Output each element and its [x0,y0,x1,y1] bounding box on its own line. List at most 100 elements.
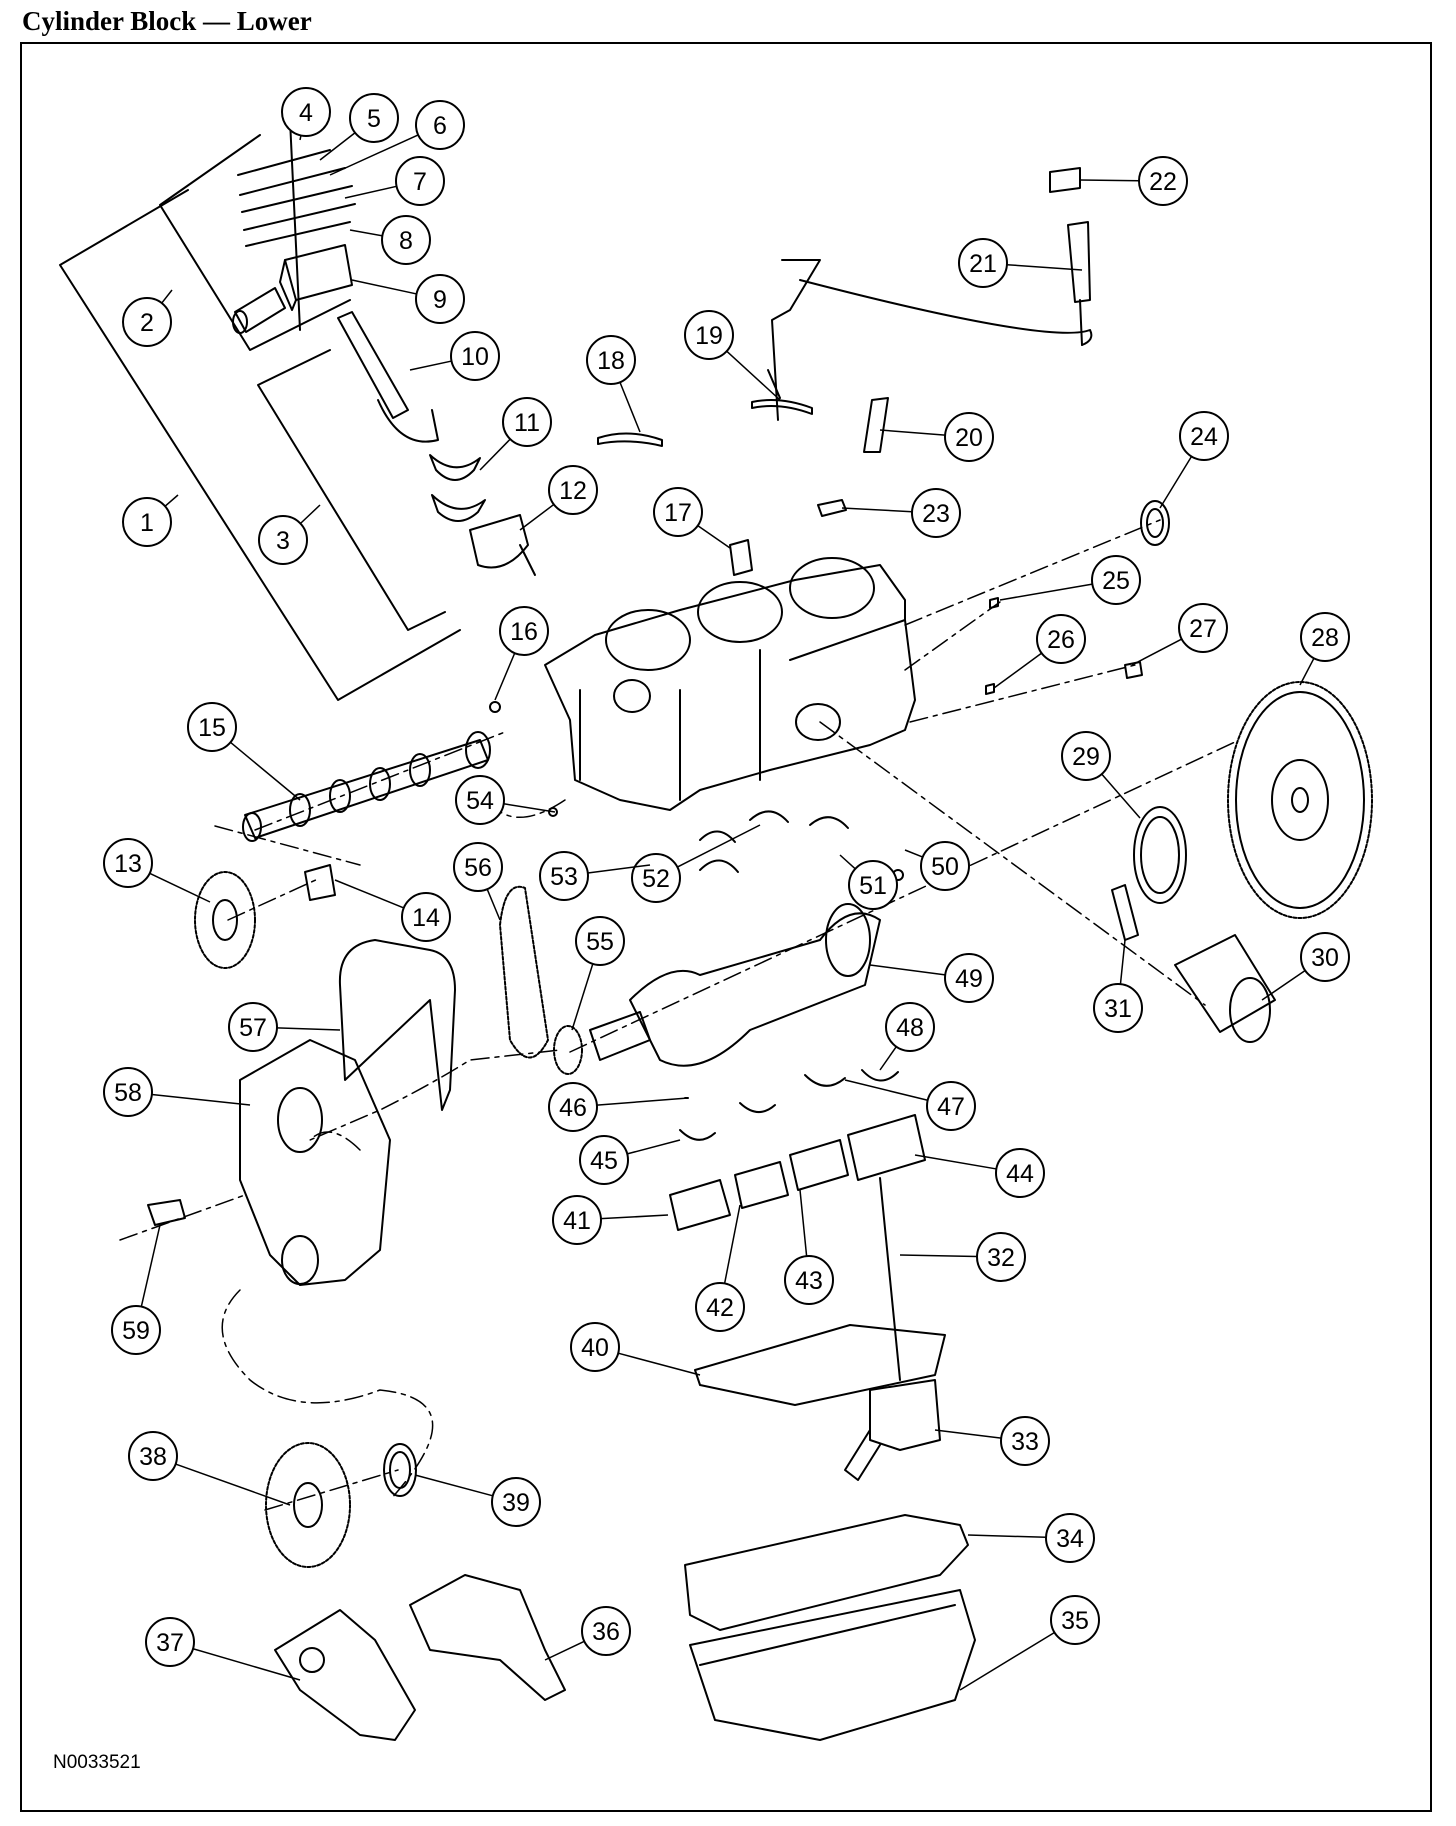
callout-8: 8 [349,215,431,265]
callout-leader-line [161,289,173,304]
camshaft-position-sensor [771,167,1093,421]
callout-number: 44 [1006,1160,1034,1188]
callout-35: 35 [959,1595,1100,1691]
callout-46: 46 [548,1082,689,1132]
callout-circle [415,100,465,150]
callout-38: 38 [128,1431,291,1506]
callout-leader-line [409,360,452,371]
oil-pan [689,1589,976,1741]
callout-leader-line [899,1254,978,1258]
callout-leader-line [414,1474,494,1497]
callout-leader-line [1079,179,1140,182]
diagram-frame [20,42,1432,1812]
callout-leader-line [999,583,1093,601]
callout-50: 50 [904,841,970,891]
callout-leader-line [351,279,417,295]
callout-54: 54 [455,775,556,825]
callout-circle [103,838,153,888]
callout-53: 53 [539,851,651,901]
callout-number: 33 [1011,1428,1039,1456]
callout-circle [228,1002,278,1052]
callout-10: 10 [409,331,500,381]
callout-circle [976,1232,1026,1282]
callout-circle [491,1477,541,1527]
water-pump [274,1609,416,1741]
callout-leader-line [299,504,321,525]
callout-leader-line [914,1154,997,1170]
callout-leader-line [1299,657,1315,686]
callout-27: 27 [1131,603,1228,666]
callout-circle [1179,411,1229,461]
callout-28: 28 [1299,612,1350,686]
callout-55: 55 [571,916,625,1031]
callout-7: 7 [344,156,445,206]
piston [279,244,353,311]
callout-48: 48 [879,1002,935,1071]
callout-circle [926,1081,976,1131]
piston-rings [237,119,356,331]
callout-circle [455,775,505,825]
callout-number: 7 [413,168,427,196]
callout-leader-line [229,741,301,801]
callout-leader-line [175,1463,291,1506]
callout-58: 58 [103,1067,251,1117]
timing-chain [499,885,549,1059]
callout-leader-line [697,525,731,549]
callout-30: 30 [1261,932,1350,1001]
callout-leader-line [479,438,511,471]
callout-number: 37 [156,1629,184,1657]
oil-filter [1174,934,1276,1043]
camshaft-sprocket [194,871,256,969]
crankshaft [589,903,881,1067]
callout-number: 4 [299,99,313,127]
callout-40: 40 [570,1322,701,1376]
callout-circle [1178,603,1228,653]
callout-number: 55 [586,928,614,956]
callout-36: 36 [544,1606,631,1661]
callout-number: 30 [1311,944,1339,972]
callout-circle [579,1135,629,1185]
callout-26: 26 [993,614,1086,689]
callout-leader-line [841,507,913,513]
callout-leader-line [627,1139,681,1155]
callout-5: 5 [319,93,399,161]
callout-circle [499,606,549,656]
callout-leader-line [844,1079,928,1102]
callout-12: 12 [519,465,598,531]
callout-43: 43 [784,1189,834,1305]
rod-cap [469,514,536,576]
callout-6: 6 [329,100,465,176]
callout-circle [349,93,399,143]
camshaft [242,731,491,842]
callout-leader-line [879,1046,897,1071]
callout-leader-line [619,381,641,433]
callout-number: 56 [464,854,492,882]
water-pump-gasket [409,1574,566,1701]
callout-leader-line [503,803,556,813]
callout-29: 29 [1061,731,1141,819]
callout-47: 47 [844,1079,976,1131]
callout-circle [586,335,636,385]
callout-leader-line [600,1214,669,1220]
callout-number: 35 [1061,1607,1089,1635]
callout-41: 41 [552,1195,669,1245]
callout-circle [944,412,994,462]
callout-number: 5 [367,105,381,133]
callout-13: 13 [103,838,211,903]
callout-circle [581,1606,631,1656]
engine-front-cover [239,1039,391,1286]
figure-code: N0033521 [53,1752,141,1773]
callout-number: 21 [969,250,997,278]
callout-circle [695,1282,745,1332]
callout-leader-line [723,1204,741,1284]
callout-leader-line [519,503,555,531]
callout-number: 46 [559,1094,587,1122]
callout-circle [1061,731,1111,781]
part-illustrations [59,119,1373,1741]
callout-circle [920,841,970,891]
callout-number: 57 [239,1014,267,1042]
callout-1: 1 [122,494,179,547]
callout-circle [552,1195,602,1245]
callout-circle [958,238,1008,288]
callout-leader-line [799,1189,808,1257]
